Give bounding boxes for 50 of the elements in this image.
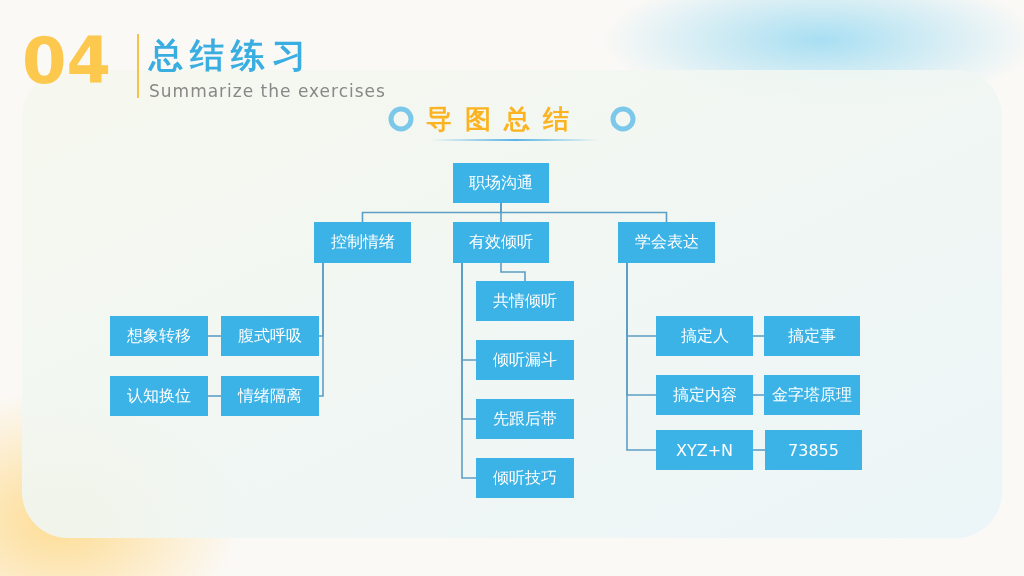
subtitle: Summarize the exercises	[149, 80, 386, 102]
connector-line	[207, 335, 222, 337]
section-heading: 导图总结	[426, 103, 582, 136]
section-number: 04	[22, 23, 112, 100]
node-label: 搞定内容	[672, 384, 737, 406]
connector-line	[752, 394, 765, 396]
node-label: 金字塔原理	[772, 384, 852, 406]
topic-box	[476, 340, 574, 380]
node-label: 想象转移	[127, 325, 191, 347]
node-label: 倾听技巧	[493, 467, 557, 489]
topic-box	[476, 281, 574, 321]
topic-box	[221, 376, 319, 416]
connector-line	[318, 262, 324, 397]
node-label: 共情倾听	[493, 290, 557, 312]
topic-box	[765, 430, 862, 470]
node-label: XYZ+N	[675, 440, 734, 460]
topic-box	[764, 375, 860, 415]
topic-box	[656, 316, 753, 356]
node-label: 情绪隔离	[238, 385, 302, 407]
connector-line	[752, 449, 766, 451]
topic-box	[453, 222, 549, 263]
connector-line	[752, 335, 765, 337]
connector-line	[500, 262, 526, 282]
node-label: 搞定事	[788, 325, 836, 347]
node-label: 学会表达	[634, 232, 699, 253]
connector-line	[626, 262, 657, 451]
connector-line	[500, 202, 668, 223]
topic-box	[656, 375, 753, 415]
node-label: 搞定人	[680, 325, 729, 347]
topic-box	[656, 430, 753, 470]
topic-box	[221, 316, 319, 356]
connector-line	[461, 262, 477, 479]
node-label: 倾听漏斗	[493, 349, 557, 371]
node-label: 腹式呼吸	[238, 325, 302, 347]
page-title: 总结练习	[149, 34, 313, 76]
topic-box	[314, 222, 411, 263]
node-label: 73855	[788, 440, 839, 460]
topic-box	[476, 458, 574, 498]
topic-box	[110, 316, 208, 356]
topic-box	[453, 163, 549, 203]
topic-box	[110, 376, 208, 416]
node-label: 控制情绪	[330, 232, 395, 253]
topic-box	[618, 222, 715, 263]
topic-box	[764, 316, 860, 356]
connector-line	[207, 395, 222, 397]
node-label: 有效倾听	[469, 232, 533, 253]
node-label: 先跟后带	[493, 408, 557, 430]
node-label: 职场沟通	[469, 172, 533, 194]
node-label: 认知换位	[127, 385, 191, 407]
topic-box	[476, 399, 574, 439]
